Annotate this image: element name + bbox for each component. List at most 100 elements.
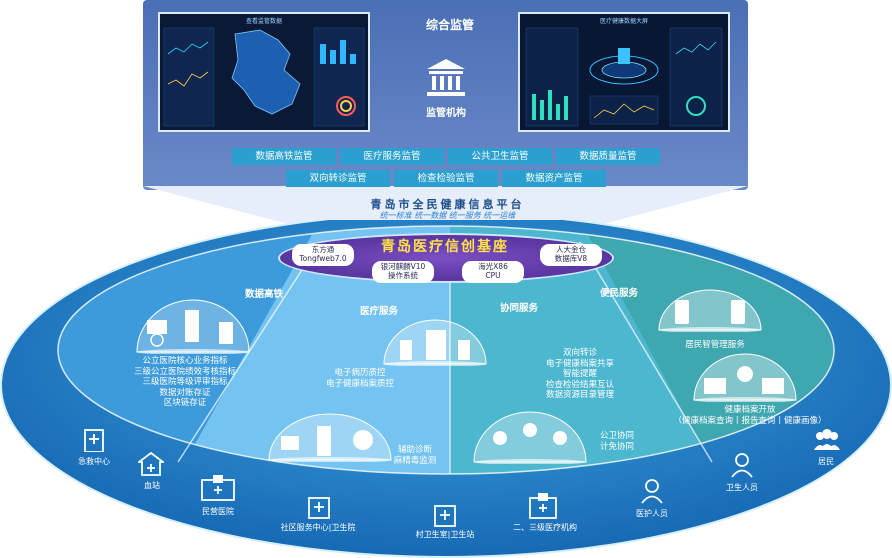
screen-left-title: 查看监管数据 [246, 17, 282, 25]
people-records-title: 健康档案开放 [724, 405, 776, 415]
collab-list-1: 双向转诊 电子健康档案共享 智能提醒 检查检验结果互认 数据资源目录管理 [515, 348, 645, 401]
data-rail-item: 区块链存证 [163, 398, 207, 408]
dome-people [658, 289, 762, 332]
collab-list-2: 公卫协同 计免协同 [588, 431, 646, 452]
dome-medical [383, 319, 487, 366]
medical-item: 电子病历质控 [334, 368, 386, 378]
medical-item: 电子健康档案质控 [325, 378, 394, 389]
section-title-people: 便民服务 [600, 288, 639, 299]
hospital-icon [426, 330, 446, 360]
private-hospital-icon [201, 475, 235, 501]
dome-diagnosis [268, 413, 392, 462]
building-icon [400, 340, 412, 360]
medical-item: 麻精毒监测 [393, 455, 437, 466]
people-item-1: 居民智管理服务 [685, 340, 745, 350]
heart-monitor-icon [762, 378, 784, 394]
ai-head-icon [353, 430, 373, 450]
building-icon [185, 310, 199, 342]
data-rail-item: 三级医院等级评审指标 [142, 377, 228, 387]
medical-list-2: 辅助诊断 麻精毒监测 [385, 445, 445, 466]
tag-public-health[interactable]: 公共卫生监管 [448, 148, 552, 165]
panel-funnel [143, 186, 748, 224]
collab-item: 双向转诊 [562, 348, 597, 358]
blood-station-icon [138, 452, 164, 476]
chip-tongfweb-line2: Tongfweb7.0 [299, 254, 347, 263]
data-rail-list: 公立医院核心业务指标 三级公立医院绩效考核指标 三级医院等级评审指标 数据对账存… [110, 356, 260, 409]
data-rail-item: 数据对账存证 [159, 387, 211, 398]
monitor-icon [281, 436, 299, 450]
building-icon [458, 340, 470, 360]
dome-data-rail [136, 299, 250, 354]
label-private-hospital: 民营医院 [202, 507, 234, 516]
chip-kingbase-line2: 数据库V8 [554, 254, 588, 263]
phone-icon [675, 300, 689, 324]
phone-icon [731, 300, 745, 324]
tag-data-rail[interactable]: 数据高铁监管 [232, 148, 336, 165]
regulator-label: 监管机构 [426, 108, 466, 119]
collab-item: 计免协同 [599, 441, 634, 452]
community-center-icon [308, 497, 330, 519]
dashboard-screen-left[interactable]: 查看监管数据 [158, 12, 370, 132]
collab-item: 检查检验结果互认 [545, 379, 614, 390]
dashboard-right-graphic: 医疗健康数据大屏 [520, 14, 728, 130]
section-title-medical: 医疗服务 [360, 306, 399, 317]
document-icon [219, 322, 233, 344]
collab-item: 数据资源目录管理 [545, 390, 614, 400]
collab-item: 智能提醒 [562, 369, 597, 379]
person-icon [737, 366, 753, 382]
monitor-icon [147, 320, 167, 334]
tag-inspection[interactable]: 检查检验监管 [394, 170, 498, 187]
label-emergency: 急救中心 [78, 457, 110, 466]
collab-item: 电子健康档案共享 [545, 358, 614, 369]
label-tertiary-hospital: 二、三级医疗机构 [513, 523, 577, 532]
label-village: 村卫生室|卫生站 [415, 530, 475, 539]
panel-title: 综合监管 [425, 18, 474, 32]
chip-hygon[interactable]: 海光X86 CPU [462, 261, 524, 283]
health-worker-icon [731, 453, 753, 478]
dome-records [693, 353, 797, 402]
chip-tongfweb[interactable]: 东方通 Tongfweb7.0 [292, 244, 354, 266]
people-records-detail: （健康档案查询丨报告查询丨健康画像） [673, 416, 827, 426]
section-title-collab: 协同服务 [500, 303, 539, 314]
chip-kylin-line2: 操作系统 [388, 271, 418, 280]
building-icon [317, 426, 331, 456]
tag-data-quality[interactable]: 数据质量监管 [556, 148, 660, 165]
chip-kingbase[interactable]: 人大金仓 数据库V8 [540, 244, 602, 266]
doctor-icon [493, 431, 507, 445]
collab-item: 公卫协同 [599, 431, 634, 441]
emergency-center-icon [84, 429, 104, 452]
medical-list-1: 电子病历质控 电子健康档案质控 [300, 368, 420, 389]
dashboard-left-graphic: 查看监管数据 [160, 14, 368, 130]
dome-collab [473, 411, 587, 464]
chip-hygon-line2: CPU [485, 271, 501, 280]
residents-icon [814, 429, 840, 450]
platform-ellipse [0, 220, 892, 558]
doctor-icon [523, 423, 537, 437]
id-card-icon [704, 378, 726, 394]
label-blood: 血站 [144, 481, 160, 490]
chip-tongfweb-line1: 东方通 [311, 245, 335, 254]
medical-item: 辅助诊断 [397, 445, 432, 455]
globe-icon [150, 333, 164, 347]
label-health-worker: 卫生人员 [726, 483, 758, 492]
chip-hygon-line1: 海光X86 [478, 262, 508, 271]
data-rail-item: 公立医院核心业务指标 [142, 356, 228, 366]
platform-subtitle: 统一标准 统一数据 统一服务 统一运维 [379, 211, 516, 220]
tag-referral[interactable]: 双向转诊监管 [286, 170, 390, 187]
data-rail-item: 三级公立医院绩效考核指标 [133, 366, 236, 377]
chip-kylin-line1: 银河麒麟V10 [380, 262, 426, 271]
tag-medical[interactable]: 医疗服务监管 [340, 148, 444, 165]
chip-kylin[interactable]: 银河麒麟V10 操作系统 [372, 261, 434, 283]
label-residents: 居民 [818, 457, 834, 466]
medical-staff-icon [641, 479, 663, 504]
chip-kingbase-line1: 人大金仓 [556, 245, 586, 254]
tag-data-asset[interactable]: 数据资产监管 [502, 170, 606, 187]
platform-title: 青岛市全民健康信息平台 [370, 198, 525, 211]
screen-right-title: 医疗健康数据大屏 [600, 17, 648, 25]
doctor-icon [553, 431, 567, 445]
regulator-building-icon [427, 59, 465, 96]
section-title-data-rail: 数据高铁 [245, 289, 284, 300]
label-medical-staff: 医护人员 [636, 509, 668, 518]
village-clinic-icon [434, 505, 456, 527]
dashboard-screen-right[interactable]: 医疗健康数据大屏 [518, 12, 730, 132]
